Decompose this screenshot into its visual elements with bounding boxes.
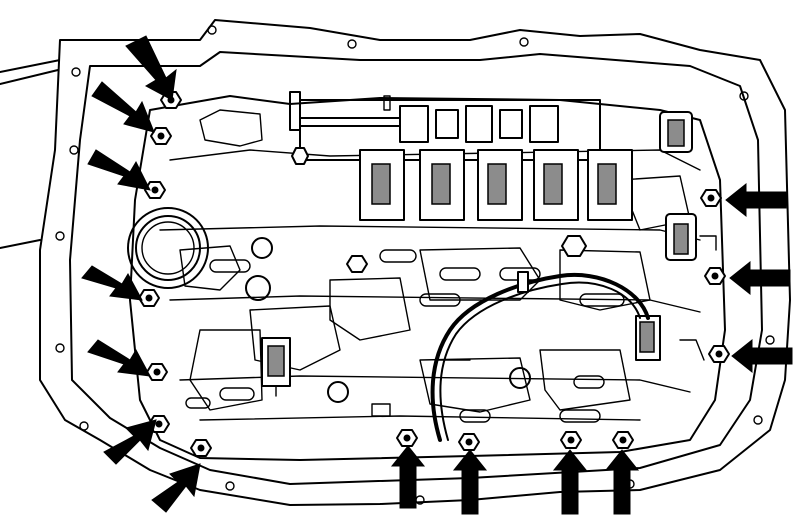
shift-solenoids [299, 99, 633, 221]
arrow-icon [151, 463, 201, 513]
round-bosses [245, 237, 531, 403]
arrow-icon [91, 81, 155, 133]
external-pipes [0, 59, 61, 249]
bolt-callout-arrows [81, 35, 793, 515]
fluid-temp-sensor [261, 337, 291, 397]
arrow-icon [81, 265, 143, 301]
arrow-icon [390, 445, 426, 509]
arrow-icon [731, 338, 793, 374]
manual-valve-linkage [289, 91, 559, 143]
solenoid-connectors-right [635, 111, 717, 361]
arrow-icon [604, 449, 640, 515]
arrow-icon [87, 339, 151, 377]
arrow-icon [103, 419, 157, 465]
arrow-icon [125, 35, 177, 101]
arrow-icon [725, 182, 787, 218]
arrow-icon [552, 449, 588, 515]
arrow-icon [729, 260, 791, 296]
accumulator-ring [127, 207, 209, 289]
wiring-harness [430, 271, 650, 442]
arrow-icon [452, 449, 488, 515]
arrow-icon [87, 149, 151, 191]
